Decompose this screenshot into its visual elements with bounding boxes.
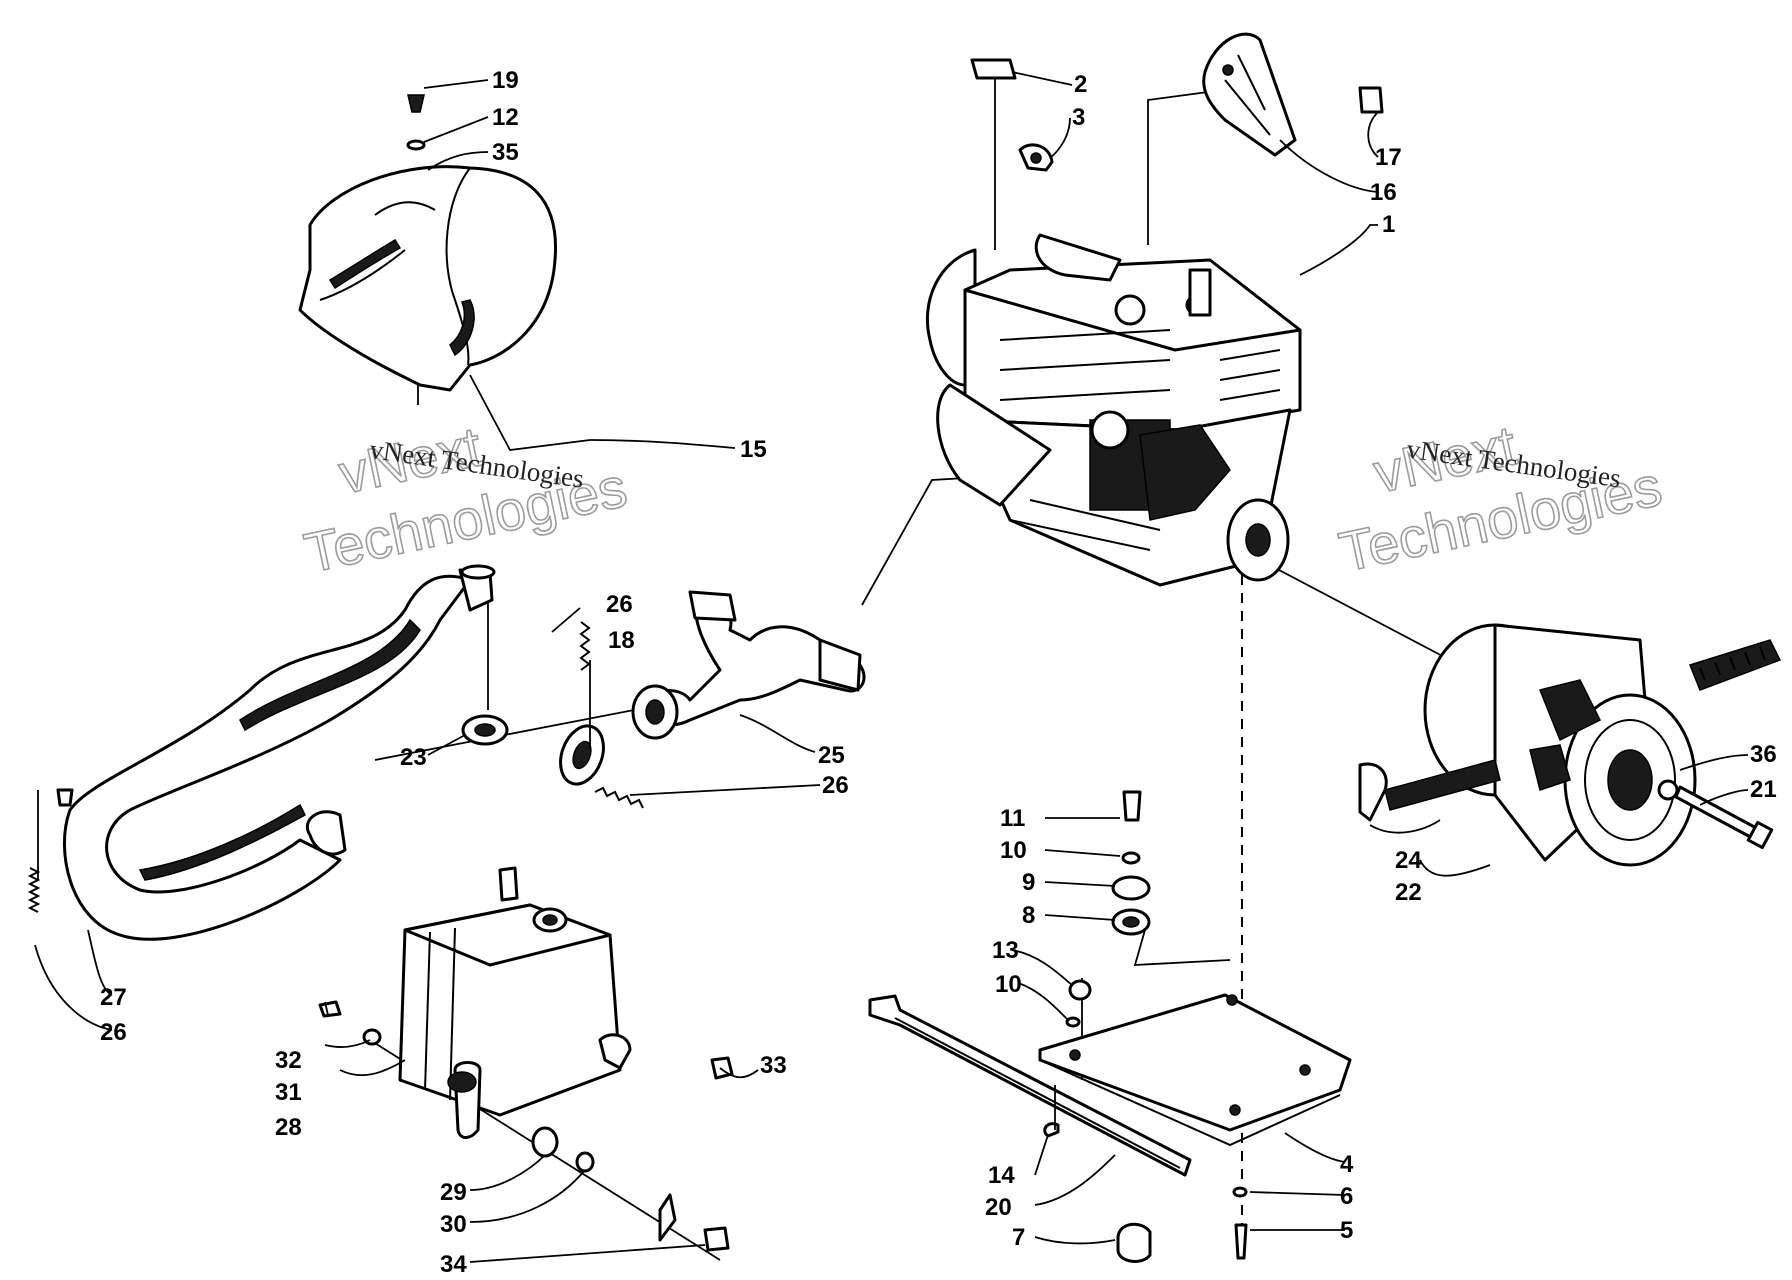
callout-29: 29 bbox=[440, 1179, 467, 1206]
callout-18: 18 bbox=[608, 627, 635, 654]
fan-shroud bbox=[298, 165, 558, 392]
callout-3: 3 bbox=[1072, 104, 1085, 131]
callout-20: 20 bbox=[985, 1194, 1012, 1221]
engine-mount-stack bbox=[1111, 790, 1231, 966]
motor-plate bbox=[1038, 993, 1352, 1147]
hood-bolt bbox=[406, 94, 426, 151]
callout-21: 21 bbox=[1750, 776, 1777, 803]
callout-1: 1 bbox=[1382, 211, 1395, 238]
callout-10a: 10 bbox=[1000, 837, 1027, 864]
callout-26a: 26 bbox=[606, 591, 633, 618]
callout-19: 19 bbox=[492, 67, 519, 94]
exhaust-manifold bbox=[631, 590, 866, 740]
callout-labels: 1 2 3 4 5 6 7 8 9 10 10 11 12 13 14 15 1… bbox=[100, 67, 1777, 1278]
callout-2: 2 bbox=[1074, 71, 1087, 98]
callout-12: 12 bbox=[492, 104, 519, 131]
muffler-hardware bbox=[318, 1000, 734, 1252]
callout-13: 13 bbox=[992, 937, 1019, 964]
callout-17: 17 bbox=[1375, 144, 1402, 171]
callout-28: 28 bbox=[275, 1114, 302, 1141]
callout-8: 8 bbox=[1022, 902, 1035, 929]
callout-15: 15 bbox=[740, 436, 767, 463]
callout-31: 31 bbox=[275, 1079, 302, 1106]
callout-36: 36 bbox=[1750, 741, 1777, 768]
callout-26b: 26 bbox=[822, 772, 849, 799]
callout-22: 22 bbox=[1395, 879, 1422, 906]
callout-27: 27 bbox=[100, 984, 127, 1011]
grommet-stack bbox=[1116, 1186, 1248, 1263]
engine bbox=[925, 233, 1302, 587]
callout-35: 35 bbox=[492, 139, 519, 166]
callout-26c: 26 bbox=[100, 1019, 127, 1046]
callout-10b: 10 bbox=[995, 971, 1022, 998]
mount-bracket bbox=[1202, 32, 1384, 157]
callout-25: 25 bbox=[818, 742, 845, 769]
drive-clutch bbox=[1358, 623, 1782, 867]
muffler bbox=[398, 866, 632, 1139]
callout-5: 5 bbox=[1340, 1217, 1353, 1244]
callout-6: 6 bbox=[1340, 1183, 1353, 1210]
callout-9: 9 bbox=[1022, 869, 1035, 896]
bracket-strap bbox=[868, 994, 1192, 1177]
callout-7: 7 bbox=[1012, 1224, 1025, 1251]
plate-fasteners bbox=[1043, 979, 1092, 1138]
callout-32: 32 bbox=[275, 1047, 302, 1074]
callout-33: 33 bbox=[760, 1052, 787, 1079]
callout-14: 14 bbox=[988, 1162, 1015, 1189]
callout-16: 16 bbox=[1370, 179, 1397, 206]
callout-30: 30 bbox=[440, 1211, 467, 1238]
exhaust-gaskets bbox=[461, 714, 605, 786]
callout-23: 23 bbox=[400, 744, 427, 771]
exhaust-pipe bbox=[56, 564, 496, 941]
callout-11: 11 bbox=[1000, 805, 1025, 832]
callout-24: 24 bbox=[1395, 847, 1422, 874]
callout-4: 4 bbox=[1340, 1151, 1354, 1178]
exhaust-springs bbox=[27, 621, 644, 913]
callout-34: 34 bbox=[440, 1251, 467, 1278]
callout-leaders bbox=[34, 71, 1749, 1263]
decal bbox=[970, 58, 1054, 172]
